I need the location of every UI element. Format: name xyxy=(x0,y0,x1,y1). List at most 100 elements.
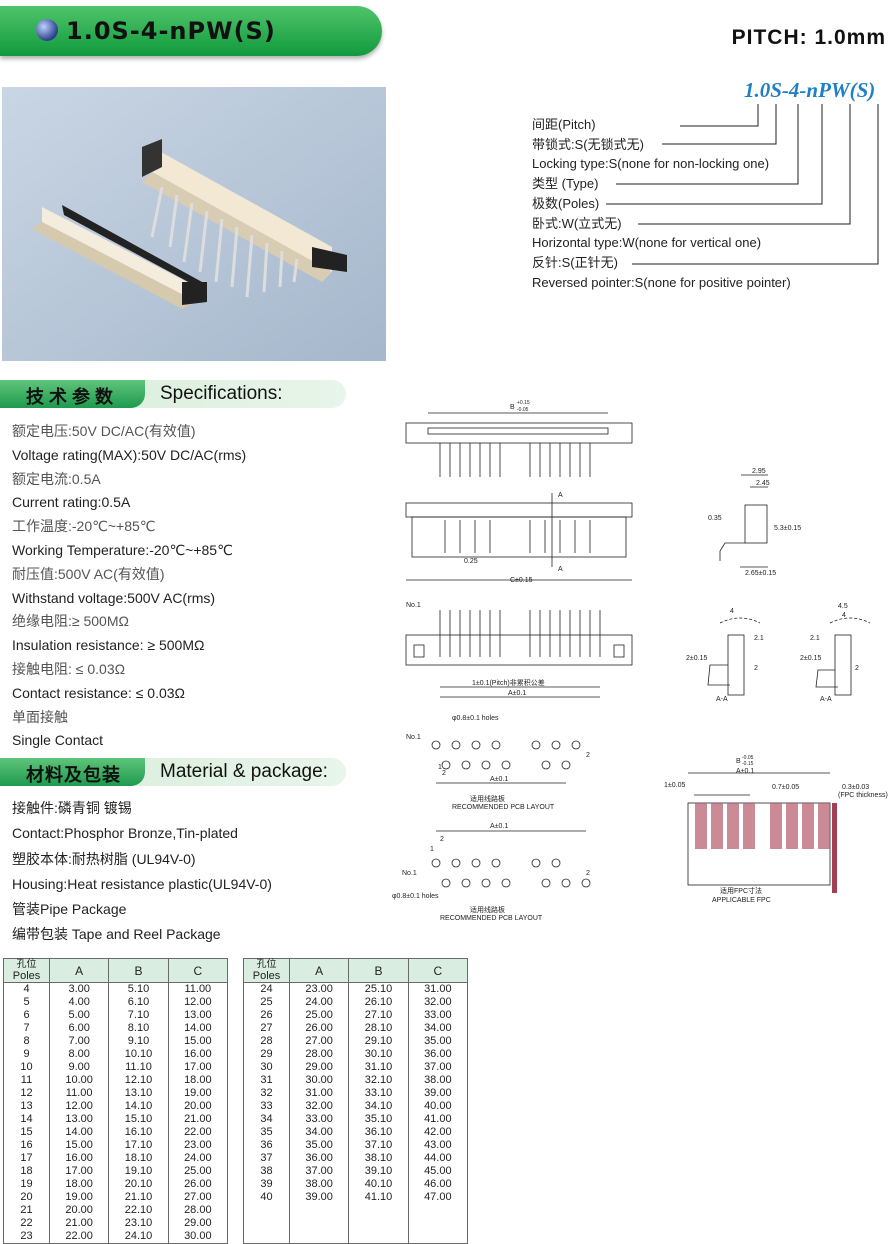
table-cell: 3.00 xyxy=(48,982,110,996)
table-cell: 12.00 xyxy=(48,1100,110,1113)
specifications-title-en: Specifications: xyxy=(160,383,283,404)
dim-53-label: 5.3±0.15 xyxy=(774,525,801,532)
table-cell: 15.00 xyxy=(48,1139,110,1152)
table-cell: 7.00 xyxy=(48,1035,110,1048)
table-cell: 28.00 xyxy=(167,1204,229,1217)
table-cell: 24.00 xyxy=(288,996,350,1009)
table-cell: 8 xyxy=(3,1035,50,1048)
table-cell: 37.10 xyxy=(348,1139,409,1152)
table-cell xyxy=(407,1217,469,1230)
dim-b-label: B xyxy=(510,404,515,411)
part-number-leader-lines xyxy=(606,104,879,265)
legend-item: 带锁式:S(无锁式无) xyxy=(532,136,644,152)
dim-a-label: A±0.1 xyxy=(490,776,508,783)
table-cell: 9.10 xyxy=(108,1035,169,1048)
table-cell: 9 xyxy=(3,1048,50,1061)
table-cell: 19.00 xyxy=(48,1191,110,1204)
fpc-cn-label: 适用FPC寸法 xyxy=(720,886,762,895)
title-banner: 1.0S-4-nPW(S) xyxy=(0,6,382,56)
table-cell: 12.00 xyxy=(167,996,229,1009)
specifications-title-cn: 技术参数 xyxy=(0,380,145,408)
dim-b-tol-top: -0.05 xyxy=(742,755,754,761)
table-cell xyxy=(288,1230,350,1244)
table-cell: 15.10 xyxy=(108,1113,169,1126)
table-cell: 18.10 xyxy=(108,1152,169,1165)
table-cell: 14.00 xyxy=(48,1126,110,1139)
table-cell xyxy=(288,1204,350,1217)
fpc-thickness-label: (FPC thickness) xyxy=(838,792,888,799)
table-cell: 5 xyxy=(3,996,50,1009)
table-cell: 37.00 xyxy=(407,1061,469,1074)
table-cell: 17.10 xyxy=(108,1139,169,1152)
table-cell: 11.00 xyxy=(167,982,229,996)
legend-item: Locking type:S(none for non-locking one) xyxy=(532,156,770,172)
table-cell: 29 xyxy=(243,1048,290,1061)
table-cell: 17.00 xyxy=(167,1061,229,1074)
table-cell: 8.00 xyxy=(48,1048,110,1061)
section-a-mark: A xyxy=(558,566,563,573)
a-header: A xyxy=(48,958,110,983)
table-cell: 5.10 xyxy=(108,982,169,996)
table-cell: 13.00 xyxy=(167,1009,229,1022)
table-cell xyxy=(243,1230,290,1244)
table-cell: 22 xyxy=(3,1217,50,1230)
table-cell: 31 xyxy=(243,1074,290,1087)
part-number-code: 1.0S-4-nPW(S) xyxy=(744,78,876,102)
pcb-layout-en: RECOMMENDED PCB LAYOUT xyxy=(440,915,543,922)
table-cell: 43.00 xyxy=(407,1139,469,1152)
dim-b-tol-bot: -0.05 xyxy=(517,407,529,413)
pcb-layout-cn: 适用线路板 xyxy=(470,794,505,803)
table-cell: 21.00 xyxy=(48,1217,110,1230)
pin1-label: No.1 xyxy=(406,602,421,609)
table-cell: 21 xyxy=(3,1204,50,1217)
table-cell: 20.10 xyxy=(108,1178,169,1191)
table-cell: 22.00 xyxy=(167,1126,229,1139)
dim-245-label: 2.45 xyxy=(756,480,770,487)
table-cell: 41.00 xyxy=(407,1113,469,1126)
table-cell: 27.10 xyxy=(348,1009,409,1022)
dim-1-label: 1 xyxy=(430,846,434,853)
table-cell: 28 xyxy=(243,1035,290,1048)
table-cell: 11 xyxy=(3,1074,50,1087)
table-cell: 17 xyxy=(3,1152,50,1165)
dim-b-tol-top: +0.15 xyxy=(517,400,530,406)
table-cell: 16.10 xyxy=(108,1126,169,1139)
table-cell: 38 xyxy=(243,1165,290,1178)
spec-item: 额定电流:0.5A xyxy=(12,470,101,487)
table-cell: 21.00 xyxy=(167,1113,229,1126)
table-header-row: 孔位 Poles A B C xyxy=(243,958,469,983)
table-cell xyxy=(243,1204,290,1217)
table-cell: 25.10 xyxy=(348,982,409,996)
table-cell: 30 xyxy=(243,1061,290,1074)
table-cell: 10 xyxy=(3,1061,50,1074)
table-cell xyxy=(348,1217,409,1230)
table-cell: 13.00 xyxy=(48,1113,110,1126)
section-a-mark: A xyxy=(558,492,563,499)
table-cell: 39.00 xyxy=(288,1191,350,1204)
table-cell: 33.00 xyxy=(288,1113,350,1126)
table-cell: 37.00 xyxy=(288,1165,350,1178)
spec-item: 耐压值:500V AC(有效值) xyxy=(12,565,165,582)
dim-a-label: A±0.1 xyxy=(508,690,526,697)
table-cell: 33.00 xyxy=(407,1009,469,1022)
table-cell: 10.00 xyxy=(48,1074,110,1087)
spec-item: Contact resistance: ≤ 0.03Ω xyxy=(12,684,186,701)
table-cell: 35.00 xyxy=(407,1035,469,1048)
table-cell: 38.00 xyxy=(288,1178,350,1191)
table-cell: 15 xyxy=(3,1126,50,1139)
legend-item: 卧式:W(立式无) xyxy=(532,215,622,231)
table-row xyxy=(243,1230,469,1244)
table-cell: 36 xyxy=(243,1139,290,1152)
legend-item: Horizontal type:W(none for vertical one) xyxy=(532,235,762,251)
